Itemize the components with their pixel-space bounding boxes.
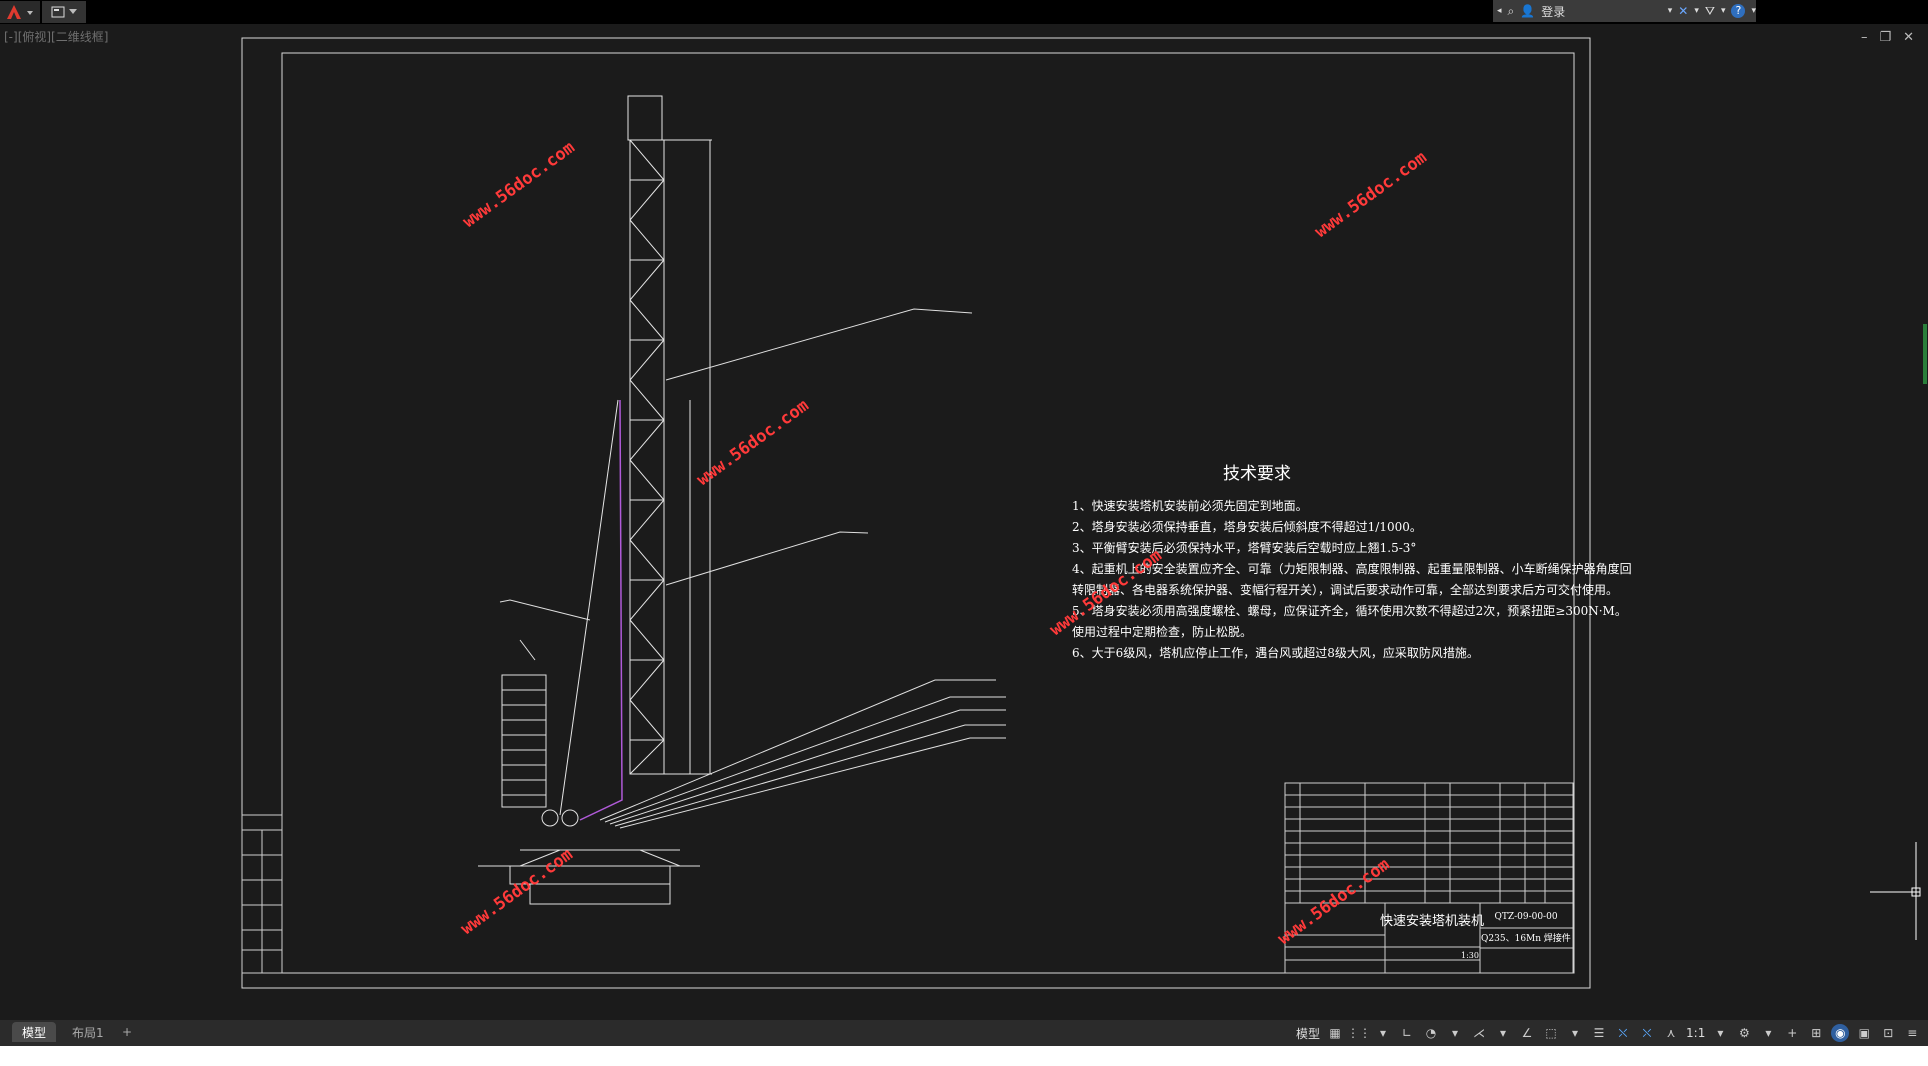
clean-screen-icon[interactable]: ⊡ [1883,1026,1894,1040]
status-toolbar: 模型 ▦ ⋮⋮ ▾ ∟ ◔ ▾ ⋌ ▾ ∠ ⬚ ▾ ☰ ⛌ ⛌ ⋏ 1:1 ▾ … [1296,1022,1921,1044]
object-snap-tracking-icon[interactable]: ∠ [1521,1026,1533,1040]
chevron-down-icon[interactable]: ▾ [1765,1026,1772,1040]
scale-label[interactable]: 1:1 [1686,1026,1706,1040]
title-bar: ◂ ⌕ 👤 登录 ▾ ✕ ▾ ⛛ ▾ ? ▾ [0,0,1928,24]
lineweight-icon[interactable]: ☰ [1593,1026,1605,1040]
customize-menu-icon[interactable]: ≡ [1907,1026,1918,1040]
ortho-icon[interactable]: ∟ [1401,1026,1413,1040]
chevron-down-icon[interactable]: ▾ [1452,1026,1459,1040]
chevron-down-icon[interactable]: ▾ [1500,1026,1507,1040]
help-icon[interactable]: ? [1731,4,1746,18]
units-icon[interactable]: ⊞ [1811,1026,1822,1040]
gear-icon[interactable]: ⚙ [1738,1026,1750,1040]
chevron-down-icon[interactable]: ▾ [1694,6,1699,16]
chevron-down-icon [69,9,77,14]
application-menu-button[interactable] [0,1,40,23]
chevron-down-icon[interactable]: ▾ [1667,6,1673,16]
object-snap-icon[interactable]: ⬚ [1545,1026,1557,1040]
signin-toolbar: ◂ ⌕ 👤 登录 ▾ ✕ ▾ ⛛ ▾ ? ▾ [1493,0,1756,22]
add-layout-button[interactable]: + [122,1025,133,1039]
viewport-controls[interactable]: [-][俯视][二维线框] [4,30,109,44]
isodraft-icon[interactable]: ⋌ [1473,1026,1486,1040]
autocad-logo-icon [7,5,33,19]
chevron-down-icon[interactable]: ▾ [1380,1026,1387,1040]
chevron-down-icon[interactable]: ▾ [1720,6,1726,16]
status-bar [0,1020,1928,1046]
right-scrollbar[interactable] [1921,24,1928,1020]
a360-icon[interactable]: ⛛ [1704,3,1715,18]
chevron-down-icon[interactable]: ▾ [1717,1026,1724,1040]
bottom-strip [0,1046,1928,1066]
scroll-thumb[interactable] [1923,324,1927,384]
auto-scale-icon[interactable]: ⛌ [1642,1025,1652,1040]
workspace-icon [51,6,65,18]
window-controls: – ❐ ✕ [1861,30,1914,45]
chevron-down-icon[interactable]: ▾ [1751,6,1756,16]
user-icon: 👤 [1520,4,1536,18]
model-space-button[interactable]: 模型 [1296,1026,1321,1041]
restore-icon[interactable]: ❐ [1879,30,1892,45]
tab-layout1[interactable]: 布局1 [72,1025,104,1040]
snap-icon[interactable]: ⋮⋮ [1347,1026,1372,1040]
plus-icon[interactable]: + [1787,1026,1798,1040]
signin-label[interactable]: 登录 [1541,4,1566,19]
drawing-canvas[interactable] [0,24,1928,1020]
grid-icon[interactable]: ▦ [1329,1026,1341,1040]
isolate-objects-icon[interactable]: ◉ [1831,1024,1850,1042]
tab-model[interactable]: 模型 [12,1022,57,1042]
quick-access-toolbar [0,0,86,24]
minimize-icon[interactable]: – [1860,30,1868,45]
hardware-acceleration-icon[interactable]: ▣ [1858,1026,1870,1040]
scroll-left-icon[interactable]: ◂ [1497,6,1502,16]
binoculars-icon[interactable]: ⌕ [1507,3,1515,18]
chevron-down-icon[interactable]: ▾ [1572,1026,1579,1040]
annotation-scale-icon[interactable]: ⋏ [1666,1026,1676,1040]
annotation-visibility-icon[interactable]: ⛌ [1618,1025,1628,1040]
exchange-icon[interactable]: ✕ [1678,4,1689,18]
polar-icon[interactable]: ◔ [1425,1026,1437,1040]
close-icon[interactable]: ✕ [1903,30,1914,45]
workspace-button[interactable] [42,1,86,23]
